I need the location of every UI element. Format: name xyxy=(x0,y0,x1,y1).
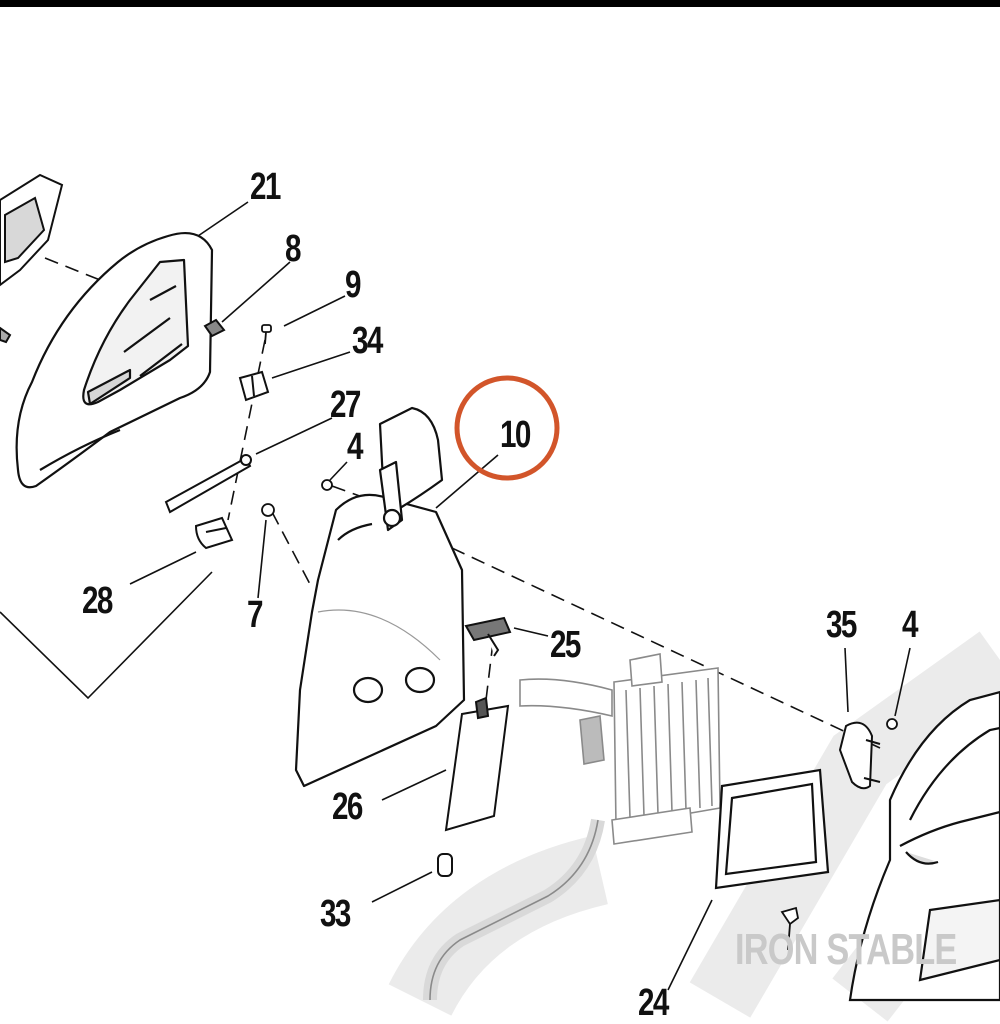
highlight-circle xyxy=(454,375,560,481)
callout-26: 26 xyxy=(332,786,363,828)
top-border xyxy=(0,0,1000,7)
part-34-bracket xyxy=(238,370,270,402)
callout-8: 8 xyxy=(285,228,302,270)
callout-33: 33 xyxy=(320,893,351,935)
part-24-gasket xyxy=(714,768,830,890)
part-35-bracket xyxy=(838,721,881,790)
part-4-nut-left xyxy=(321,479,333,491)
callout-4-left: 4 xyxy=(347,426,364,468)
part-8-clip xyxy=(203,318,226,338)
callout-34: 34 xyxy=(352,320,383,362)
part-25-bracket xyxy=(464,616,512,657)
part-28-latch xyxy=(194,516,234,550)
callout-24: 24 xyxy=(638,982,669,1024)
part-21-inner-housing xyxy=(15,232,214,489)
right-fairing-partial xyxy=(848,690,1000,1002)
solid-leader-lines xyxy=(0,201,911,991)
part-9-screw xyxy=(261,324,272,345)
callout-4-right: 4 xyxy=(902,604,919,646)
part-26-filter-sheet xyxy=(444,696,510,832)
callout-9: 9 xyxy=(345,264,362,306)
callout-27: 27 xyxy=(330,384,361,426)
watermark-text: IRON STABLE xyxy=(735,925,957,974)
part-27-rod xyxy=(164,454,252,514)
exploded-view-drawing xyxy=(0,173,1000,1022)
part-7-screw xyxy=(261,503,275,517)
part-24-bolt xyxy=(780,906,799,951)
callout-21: 21 xyxy=(250,166,281,208)
callout-28: 28 xyxy=(82,580,113,622)
part-10-cover-panel xyxy=(294,406,466,788)
callout-7: 7 xyxy=(247,594,264,636)
part-33-plug xyxy=(437,853,453,877)
callout-35: 35 xyxy=(826,604,857,646)
callout-10: 10 xyxy=(500,414,531,456)
left-partial-housing xyxy=(0,173,64,344)
callout-25: 25 xyxy=(550,624,581,666)
part-4-nut-right xyxy=(886,718,898,730)
ghosted-radiator-assembly xyxy=(423,653,721,1001)
